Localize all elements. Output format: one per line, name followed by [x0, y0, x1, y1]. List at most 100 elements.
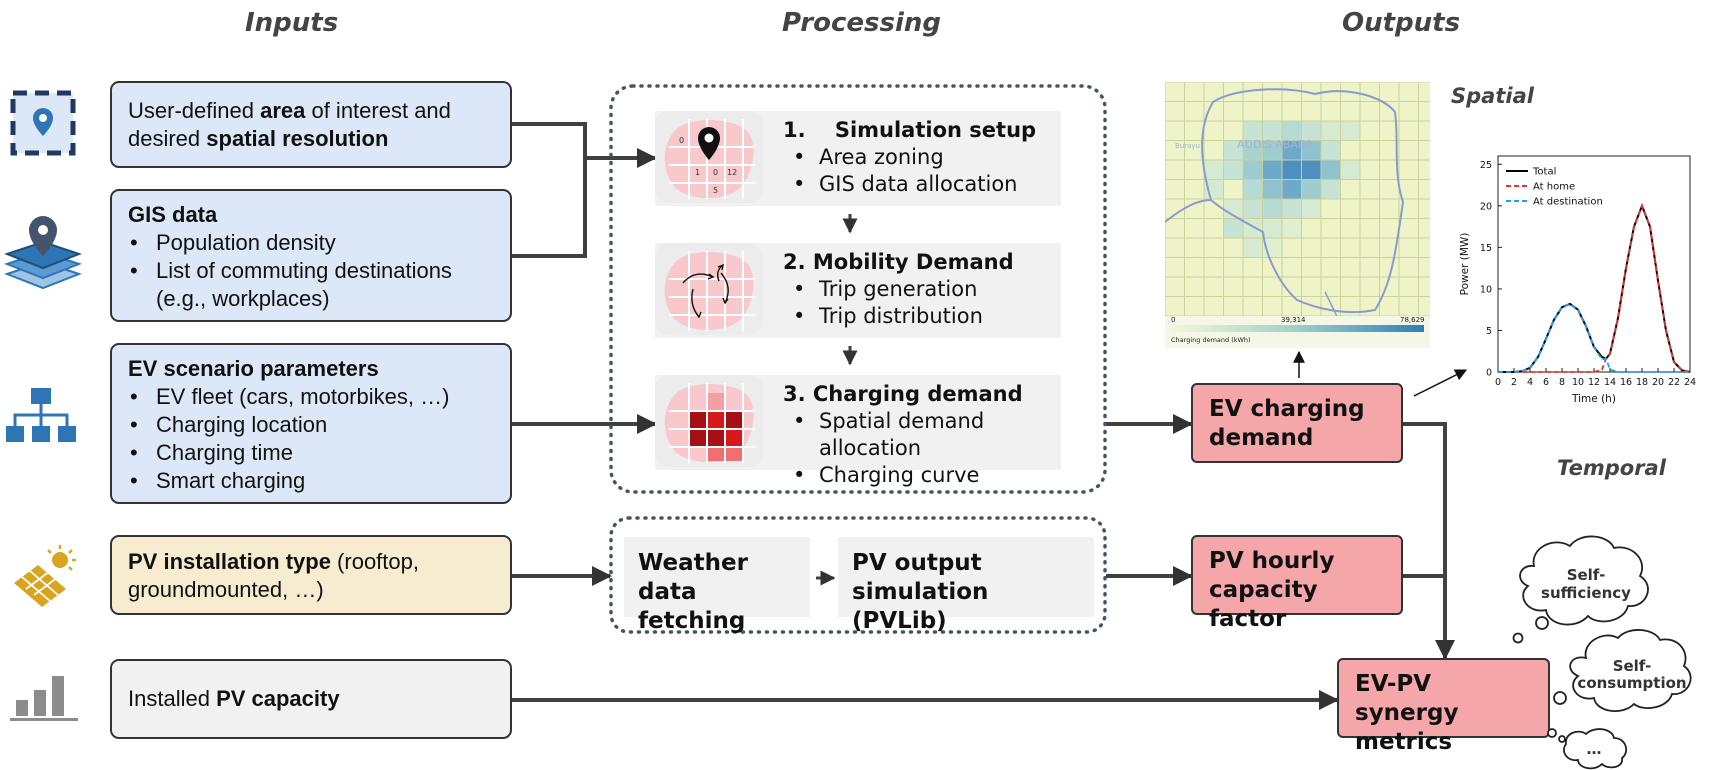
spatial-label: Spatial	[1451, 84, 1534, 108]
y-tick-label: 15	[1480, 243, 1492, 254]
map-demand-cell	[1223, 199, 1243, 219]
connector-evdemand-to-synergy	[1403, 422, 1455, 660]
ev-charging-demand-output: EV charging demand	[1191, 383, 1403, 463]
pv-capacity-factor-output: PV hourly capacity factor	[1191, 535, 1403, 632]
zoned-area-map-icon: 0 1 0 12 5	[664, 119, 755, 199]
spatial-resolution-bold: spatial resolution	[206, 126, 389, 151]
map-demand-cell	[1301, 121, 1321, 141]
inputs-header: Inputs	[245, 8, 339, 38]
mobility-demand-title: 2. Mobility Demand	[783, 250, 1014, 274]
series-line-at-destination	[1498, 302, 1690, 373]
area-text-1: User-defined	[128, 98, 261, 123]
map-demand-cell	[1301, 199, 1321, 219]
pvsim-line-1: PV output	[852, 550, 982, 576]
x-tick-label: 4	[1527, 377, 1533, 388]
gis-input-box: GIS data Population density List of comm…	[110, 189, 512, 322]
x-tick-label: 14	[1604, 377, 1616, 388]
simulation-setup-thumbnail: 0 1 0 12 5	[655, 111, 763, 203]
map-demand-cell	[1282, 199, 1302, 219]
charging-demand-item: Spatial demand allocation	[791, 408, 1061, 462]
grid-number: 12	[727, 168, 737, 177]
ev-params-title: EV scenario parameters	[128, 356, 379, 381]
map-demand-cell	[1282, 160, 1302, 180]
cloud-ellipsis	[1563, 728, 1628, 770]
colorbar-title: Charging demand (kWh)	[1171, 336, 1251, 344]
thought-bubble	[1535, 616, 1549, 630]
mobility-demand-thumbnail	[655, 243, 763, 335]
map-demand-cell	[1262, 140, 1282, 160]
cloud-2-line-2: consumption	[1577, 674, 1686, 692]
ev-pv-synergy-metrics-output: EV-PV synergy metrics	[1337, 658, 1550, 755]
x-tick-label: 16	[1620, 377, 1632, 388]
map-demand-cell	[1340, 160, 1360, 180]
colorbar-mid: 39,314	[1281, 316, 1306, 324]
series-line-at-home	[1498, 203, 1691, 373]
pv-type-text-1: (rooftop,	[330, 549, 419, 574]
map-city-label: ADDIS ABABA	[1237, 138, 1313, 151]
ev-param-item: Charging location	[128, 411, 494, 439]
legend-label: Total	[1532, 167, 1556, 178]
arrow-to-chart	[1413, 369, 1468, 397]
hierarchy-icon	[6, 388, 76, 442]
grid-number: 0	[713, 168, 718, 177]
map-demand-cell	[1204, 160, 1224, 180]
cloud-2-line-1: Self-	[1613, 657, 1652, 675]
grid-number: 1	[695, 168, 700, 177]
map-city-left-label: Burayu	[1175, 142, 1200, 150]
map-demand-cell	[1301, 140, 1321, 160]
cloud-1-line-2: sufficiency	[1541, 584, 1631, 602]
simulation-setup-item: Area zoning	[791, 144, 1036, 171]
pv-factor-line-1: PV hourly	[1209, 548, 1335, 574]
x-tick-label: 0	[1495, 377, 1501, 388]
ev-params-input-box: EV scenario parameters EV fleet (cars, m…	[110, 343, 512, 504]
cloud-self-consumption	[1569, 629, 1692, 712]
processing-header: Processing	[782, 8, 941, 38]
thought-clouds: Self- sufficiency Self- consumption …	[1512, 535, 1692, 770]
map-demand-cell	[1243, 218, 1263, 238]
map-demand-cell	[1321, 140, 1341, 160]
pv-capacity-text: Installed	[128, 686, 217, 711]
y-tick-label: 5	[1486, 326, 1492, 337]
x-tick-label: 10	[1572, 377, 1584, 388]
area-bold: area	[260, 98, 306, 123]
plot-frame	[1497, 155, 1691, 373]
spatial-demand-map: ADDIS ABABA Burayu 0 39,314 78,629 Charg…	[1165, 82, 1430, 348]
grid-number: 5	[713, 186, 718, 195]
charging-demand-item: Charging curve	[791, 462, 1061, 489]
gis-item-continued: (e.g., workplaces)	[156, 286, 330, 311]
legend-label: At destination	[1533, 197, 1603, 208]
ev-param-item: EV fleet (cars, motorbikes, …)	[128, 383, 494, 411]
map-demand-cell	[1321, 179, 1341, 199]
mobility-demand-item: Trip generation	[791, 276, 1014, 303]
cloud-1-line-1: Self-	[1567, 566, 1606, 584]
ev-demand-line-2: demand	[1209, 425, 1314, 451]
map-demand-cell	[1262, 160, 1282, 180]
gis-layers-icon	[4, 216, 82, 290]
map-demand-cell	[1282, 218, 1302, 238]
y-tick-label: 20	[1480, 201, 1492, 212]
y-tick-label: 25	[1480, 160, 1492, 171]
weather-line-2: data fetching	[638, 579, 746, 634]
map-demand-cell	[1321, 160, 1341, 180]
weather-line-1: Weather	[638, 550, 748, 576]
ev-param-item: Charging time	[128, 439, 494, 467]
x-tick-label: 20	[1652, 377, 1664, 388]
map-demand-cell	[1262, 199, 1282, 219]
x-tick-label: 6	[1543, 377, 1549, 388]
pv-type-text-2: groundmounted, …)	[128, 577, 324, 602]
temporal-label: Temporal	[1557, 456, 1666, 480]
colorbar-max: 78,629	[1400, 316, 1425, 324]
pv-type-input-box: PV installation type (rooftop, groundmou…	[110, 535, 512, 615]
trip-flows-map-icon	[664, 251, 755, 331]
map-demand-cell	[1340, 121, 1360, 141]
simulation-setup-item: GIS data allocation	[791, 171, 1036, 198]
map-demand-cell	[1243, 238, 1263, 258]
synergy-line-2: metrics	[1355, 729, 1453, 755]
y-tick-label: 10	[1480, 284, 1492, 295]
pv-capacity-input-box: Installed PV capacity	[110, 659, 512, 739]
pv-type-bold: PV installation type	[128, 549, 331, 574]
thought-bubble	[1558, 735, 1566, 743]
river-line	[1165, 199, 1212, 223]
map-demand-cell	[1223, 140, 1243, 160]
